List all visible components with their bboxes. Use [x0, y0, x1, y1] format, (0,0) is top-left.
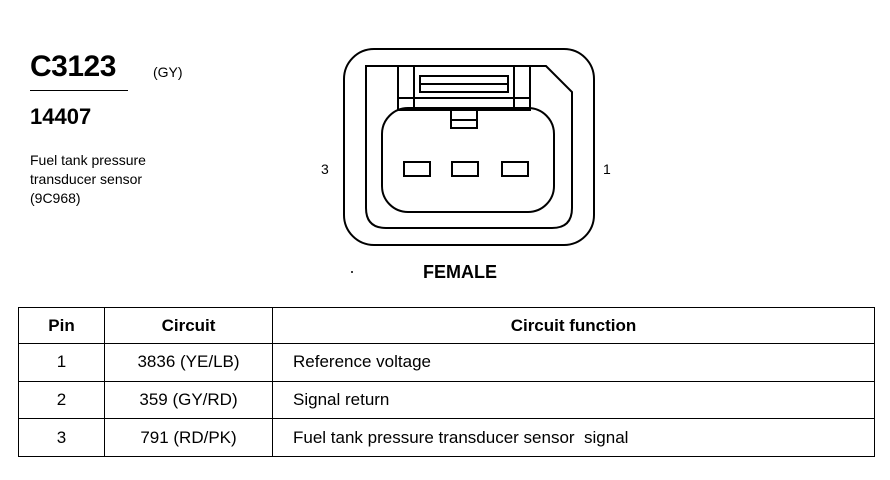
table-row: 1 3836 (YE/LB) Reference voltage	[18, 343, 875, 382]
cell-pin: 3	[18, 418, 105, 457]
cell-circuit: 791 (RD/PK)	[104, 418, 273, 457]
description-line: (9C968)	[30, 190, 81, 206]
cell-function: Reference voltage	[272, 343, 875, 382]
description-line: transducer sensor	[30, 171, 143, 187]
cell-pin: 1	[18, 343, 105, 382]
connector-id: C3123	[30, 50, 116, 83]
part-number: 14407	[30, 104, 92, 129]
column-header-circuit: Circuit	[104, 307, 273, 344]
cell-circuit: 3836 (YE/LB)	[104, 343, 273, 382]
title-underline	[30, 90, 128, 91]
terminal-pin-2	[451, 161, 479, 177]
terminal-pin-3	[403, 161, 431, 177]
cell-pin: 2	[18, 380, 105, 420]
connector-outer-housing	[343, 48, 595, 246]
pin-label-right: 1	[603, 161, 611, 177]
connector-inner-housing	[365, 65, 573, 229]
cell-function: Signal return	[272, 380, 875, 420]
terminal-cavity-body	[381, 107, 555, 213]
description-line: Fuel tank pressure	[30, 152, 146, 168]
table-row: 3 791 (RD/PK) Fuel tank pressure transdu…	[18, 418, 875, 457]
pin-label-left: 3	[321, 161, 329, 177]
connector-color-code: (GY)	[153, 64, 183, 80]
table-row: 2 359 (GY/RD) Signal return	[18, 380, 875, 420]
cell-circuit: 359 (GY/RD)	[104, 380, 273, 420]
column-header-function: Circuit function	[272, 307, 875, 344]
cell-function: Fuel tank pressure transducer sensor sig…	[272, 418, 875, 457]
table-header-row: Pin Circuit Circuit function	[18, 307, 875, 344]
terminal-pin-1	[501, 161, 529, 177]
pin-table: Pin Circuit Circuit function 1 3836 (YE/…	[18, 307, 875, 457]
column-header-pin: Pin	[18, 307, 105, 344]
connector-face-diagram	[343, 48, 595, 273]
connector-description: Fuel tank pressure transducer sensor (9C…	[30, 151, 230, 208]
stray-dot	[351, 271, 353, 273]
latch-frame	[397, 65, 531, 111]
gender-label: FEMALE	[423, 262, 497, 282]
